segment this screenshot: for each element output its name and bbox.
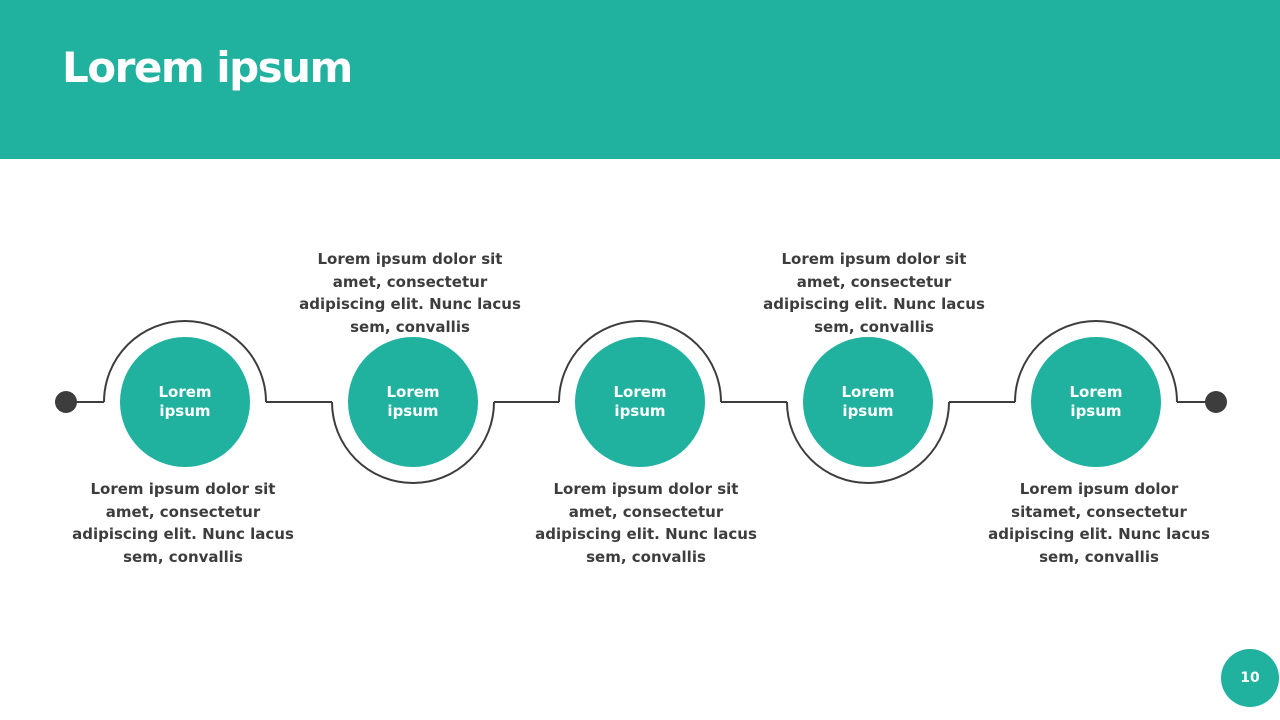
timeline-node-circle-5 xyxy=(1031,337,1161,467)
timeline-arc-2 xyxy=(331,401,495,484)
timeline-node-description-3: Lorem ipsum dolor sit amet, consectetur … xyxy=(535,480,757,566)
slide-title: Lorem ipsum xyxy=(62,43,353,92)
timeline-node-label-2: Lorem ipsum xyxy=(386,383,440,420)
timeline-node-label-4: Lorem ipsum xyxy=(841,383,895,420)
timeline-arc-5 xyxy=(1014,320,1178,403)
timeline-node-label-5: Lorem ipsum xyxy=(1069,383,1123,420)
timeline-arc-1 xyxy=(103,320,267,403)
timeline-arc-4 xyxy=(786,401,950,484)
timeline-node-circle-4 xyxy=(803,337,933,467)
timeline-arc-3 xyxy=(558,320,722,403)
timeline-start-dot xyxy=(55,391,77,413)
timeline-node-description-1: Lorem ipsum dolor sit amet, consectetur … xyxy=(72,480,294,566)
header-band xyxy=(0,0,1280,159)
timeline-node-description-5: Lorem ipsum dolor sitamet, consectetur a… xyxy=(988,480,1210,566)
timeline-node-label-1: Lorem ipsum xyxy=(158,383,212,420)
timeline-node-description-4: Lorem ipsum dolor sit amet, consectetur … xyxy=(763,250,985,336)
page-number-badge: 10 xyxy=(1221,649,1279,707)
timeline-node-circle-3 xyxy=(575,337,705,467)
timeline-node-description-2: Lorem ipsum dolor sit amet, consectetur … xyxy=(299,250,521,336)
timeline-node-label-3: Lorem ipsum xyxy=(613,383,667,420)
timeline-end-dot xyxy=(1205,391,1227,413)
timeline-node-circle-1 xyxy=(120,337,250,467)
timeline-node-circle-2 xyxy=(348,337,478,467)
